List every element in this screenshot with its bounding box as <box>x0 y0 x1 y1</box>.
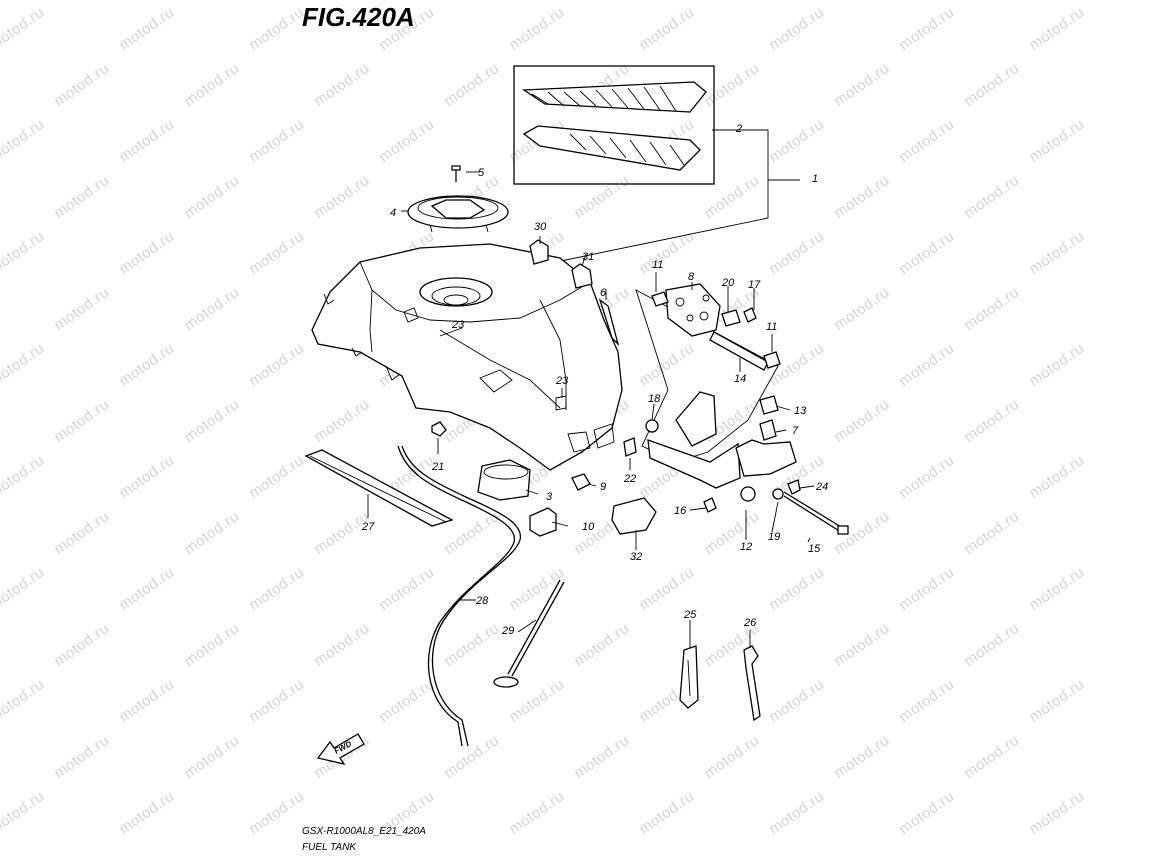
nut-24 <box>787 479 801 495</box>
bolt-17 <box>743 307 757 323</box>
decal-lower <box>522 125 701 171</box>
callout-15: 15 <box>808 543 821 555</box>
sticker-23-lower <box>555 395 567 411</box>
callout-30: 30 <box>534 221 547 233</box>
callout-5: 5 <box>478 167 485 179</box>
figure-title: FIG.420A <box>302 2 415 32</box>
callout-22: 22 <box>623 473 636 485</box>
callout-24: 24 <box>815 481 828 493</box>
tie-26 <box>743 645 761 722</box>
part-10 <box>529 507 557 537</box>
callout-26: 26 <box>743 617 757 629</box>
callout-4: 4 <box>390 207 396 219</box>
callout-labels: 1 2 3 4 5 6 7 8 9 10 11 11 12 13 14 15 1… <box>361 123 828 637</box>
decal-upper <box>521 81 707 113</box>
shaft-14 <box>709 331 769 371</box>
decal-set-group <box>513 65 715 185</box>
callout-25: 25 <box>683 609 697 621</box>
callout-7: 7 <box>792 425 799 437</box>
callout-28: 28 <box>475 595 489 607</box>
sticker-23-upper <box>403 307 419 323</box>
callout-9: 9 <box>600 481 606 493</box>
callout-14: 14 <box>734 373 746 385</box>
callout-16: 16 <box>674 505 687 517</box>
callout-8: 8 <box>688 271 695 283</box>
callout-23a: 23 <box>451 319 465 331</box>
fuel-cap-group <box>401 165 509 233</box>
part-21 <box>431 421 447 437</box>
washer-18 <box>645 419 659 433</box>
hinge-assembly <box>635 283 849 535</box>
callout-11a: 11 <box>652 259 663 271</box>
model-code: GSX-R1000AL8_E21_420A <box>302 826 426 837</box>
seal-strip <box>598 298 620 347</box>
plate-8 <box>665 283 721 337</box>
part-9 <box>571 473 591 491</box>
hose-28 <box>401 445 521 747</box>
callout-23b: 23 <box>555 375 569 387</box>
callout-10: 10 <box>582 521 595 533</box>
filler-neck <box>419 277 493 307</box>
callout-20: 20 <box>721 277 735 289</box>
bracket-12 <box>647 439 741 489</box>
part-22 <box>623 437 637 457</box>
washer-19 <box>772 488 784 500</box>
callout-27: 27 <box>361 521 375 533</box>
callout-2: 2 <box>735 123 742 135</box>
band-3 <box>477 459 531 501</box>
rod-29 <box>511 581 565 677</box>
callout-1: 1 <box>812 173 818 185</box>
bolt-16 <box>703 497 717 513</box>
fwd-arrow: FWD <box>316 733 365 766</box>
callout-29: 29 <box>501 625 514 637</box>
callout-31: 31 <box>582 251 594 263</box>
bush-11a <box>651 291 669 307</box>
bolt-15 <box>783 491 847 531</box>
callout-13: 13 <box>794 405 807 417</box>
figure-caption: FUEL TANK <box>302 842 357 853</box>
callout-12: 12 <box>740 541 752 553</box>
pad-32 <box>611 497 657 535</box>
part-30 <box>529 239 549 265</box>
clip-13 <box>759 395 779 415</box>
callout-3: 3 <box>546 491 553 503</box>
callout-17: 17 <box>748 279 761 291</box>
bush-11b <box>763 351 781 369</box>
collar-20 <box>721 309 741 327</box>
callout-32: 32 <box>630 551 642 563</box>
callout-6: 6 <box>600 287 607 299</box>
part-31 <box>571 263 593 289</box>
latch-7 <box>735 439 797 477</box>
cap-bolt <box>451 165 461 182</box>
callout-18: 18 <box>648 393 661 405</box>
callout-11b: 11 <box>766 321 777 333</box>
decal-frame <box>513 65 715 185</box>
fuel-tank-body <box>311 243 623 471</box>
callout-19: 19 <box>768 531 780 543</box>
callout-21: 21 <box>431 461 444 473</box>
